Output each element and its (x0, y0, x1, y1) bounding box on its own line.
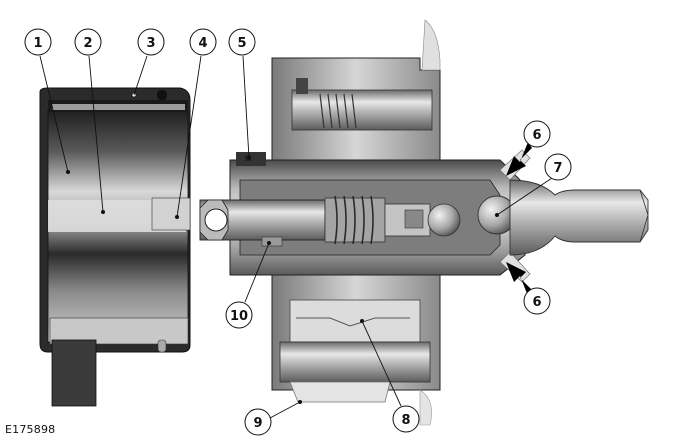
svg-text:1: 1 (33, 36, 42, 51)
callout-6-top: 6 (523, 120, 551, 148)
flow-arrow-top (506, 142, 532, 176)
svg-text:10: 10 (230, 309, 248, 324)
valve-nozzle (509, 179, 649, 256)
callout-5: 5 (228, 28, 256, 56)
solenoid-coil-housing (39, 87, 191, 407)
svg-text:6: 6 (532, 295, 541, 310)
callout-3: 3 (137, 28, 165, 56)
leader-lines (39, 55, 553, 419)
callout-4: 4 (189, 28, 217, 56)
svg-text:6: 6 (532, 128, 541, 143)
figure-id-label: E175898 (5, 423, 56, 436)
valve-body (199, 19, 531, 426)
svg-text:3: 3 (146, 36, 155, 51)
svg-text:4: 4 (198, 36, 207, 51)
upper-spring (319, 93, 357, 129)
callout-1: 1 (24, 28, 52, 56)
callout-7: 7 (544, 153, 572, 181)
svg-text:7: 7 (553, 161, 562, 176)
callout-10: 10 (225, 301, 253, 329)
flow-arrow-bottom (506, 262, 532, 296)
callout-6-bottom: 6 (523, 287, 551, 315)
valve-spring (334, 195, 374, 245)
callout-2: 2 (74, 28, 102, 56)
callout-8: 8 (392, 405, 420, 433)
svg-text:9: 9 (253, 416, 262, 431)
callout-9: 9 (244, 408, 272, 436)
svg-text:5: 5 (237, 36, 246, 51)
svg-text:8: 8 (401, 413, 410, 428)
leader-dots (66, 156, 499, 404)
svg-text:2: 2 (83, 36, 92, 51)
